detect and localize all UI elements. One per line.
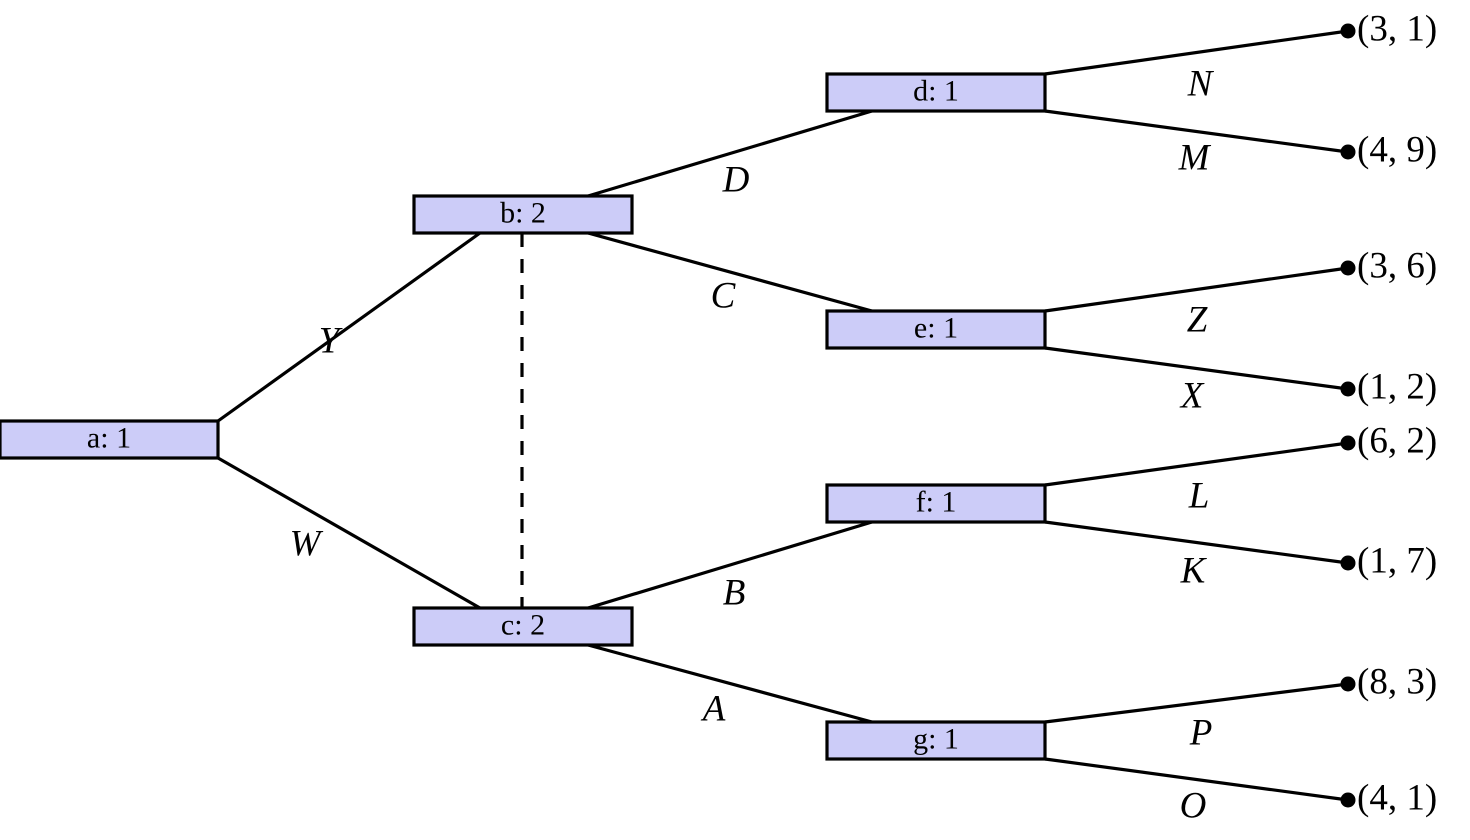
terminal-node-t1 <box>1340 23 1356 39</box>
decision-node-d[interactable]: d: 1 <box>825 72 1047 113</box>
payoff-label-t4: (1, 2) <box>1357 366 1437 407</box>
edge-label-c-g: A <box>700 688 726 729</box>
node-label-c: c: 2 <box>501 608 545 641</box>
terminal-node-t7 <box>1340 676 1356 692</box>
edge-label-a-b: Y <box>319 320 343 361</box>
decision-node-a[interactable]: a: 1 <box>0 419 220 460</box>
payoff-label-t5: (6, 2) <box>1357 420 1437 461</box>
edge-labels-layer: Y W D C B A NM ZX LK PO <box>290 63 1215 826</box>
decision-node-c[interactable]: c: 2 <box>412 606 634 647</box>
tree-edge-c-f <box>587 520 873 610</box>
node-label-a: a: 1 <box>87 421 131 454</box>
payoff-label-t6: (1, 7) <box>1357 540 1437 581</box>
node-label-b: b: 2 <box>500 196 546 229</box>
node-label-g: g: 1 <box>913 722 959 755</box>
tree-edge-d-t2 <box>1044 109 1349 154</box>
tree-edge-d-t1 <box>1044 29 1349 76</box>
decision-node-b[interactable]: b: 2 <box>412 194 634 235</box>
terminal-nodes-layer <box>1340 23 1356 808</box>
edges-layer <box>217 29 1349 802</box>
payoff-label-t2: (4, 9) <box>1357 129 1437 170</box>
tree-edge-e-t3 <box>1044 266 1349 313</box>
edge-label-e-t3: Z <box>1187 299 1208 340</box>
edge-label-f-t6: K <box>1180 550 1208 591</box>
edge-label-e-t4: X <box>1179 375 1205 416</box>
tree-edge-f-t5 <box>1044 441 1349 487</box>
node-label-e: e: 1 <box>914 311 958 344</box>
node-box-b <box>412 194 634 235</box>
edge-label-f-t5: L <box>1188 475 1210 516</box>
decision-node-g[interactable]: g: 1 <box>825 720 1047 761</box>
terminal-node-t3 <box>1340 260 1356 276</box>
payoff-label-t8: (4, 1) <box>1357 777 1437 818</box>
decision-nodes-layer: a: 1 b: 2 c: 2 d: 1 e: 1 f: 1 g: 1 <box>0 72 1047 761</box>
terminal-node-t6 <box>1340 555 1356 571</box>
tree-edge-c-g <box>587 643 873 724</box>
payoff-label-t1: (3, 1) <box>1357 8 1437 49</box>
payoff-label-t3: (3, 6) <box>1357 245 1437 286</box>
tree-edge-a-c <box>217 456 481 610</box>
tree-edge-e-t4 <box>1044 346 1349 391</box>
node-box-g <box>825 720 1047 761</box>
terminal-node-t5 <box>1340 435 1356 451</box>
tree-edge-f-t6 <box>1044 520 1349 565</box>
node-label-d: d: 1 <box>913 74 959 107</box>
payoff-labels-layer: (3, 1) (4, 9) (3, 6) (1, 2) (6, 2) (1, 7) (8, … <box>1357 8 1437 818</box>
edge-label-g-t8: O <box>1180 785 1207 826</box>
tree-edge-g-t8 <box>1044 757 1349 802</box>
node-box-a <box>0 419 220 460</box>
tree-edge-a-b <box>217 231 481 423</box>
edge-label-d-t2: M <box>1178 137 1212 178</box>
terminal-node-t8 <box>1340 792 1356 808</box>
tree-edge-b-e <box>587 231 873 313</box>
terminal-node-t2 <box>1340 144 1356 160</box>
edge-label-b-e: C <box>711 275 737 316</box>
node-box-f <box>825 483 1047 524</box>
decision-node-e[interactable]: e: 1 <box>825 309 1047 350</box>
edge-label-a-c: W <box>290 523 324 564</box>
decision-node-f[interactable]: f: 1 <box>825 483 1047 524</box>
tree-edge-g-t7 <box>1044 682 1349 724</box>
payoff-label-t7: (8, 3) <box>1357 661 1437 702</box>
terminal-node-t4 <box>1340 381 1356 397</box>
node-label-f: f: 1 <box>916 485 957 518</box>
node-box-c <box>412 606 634 647</box>
tree-edge-b-d <box>587 109 873 198</box>
node-box-d <box>825 72 1047 113</box>
edge-label-b-d: D <box>722 159 750 200</box>
edge-label-g-t7: P <box>1189 712 1213 753</box>
node-box-e <box>825 309 1047 350</box>
edge-label-c-f: B <box>723 572 746 613</box>
edge-label-d-t1: N <box>1187 63 1215 104</box>
